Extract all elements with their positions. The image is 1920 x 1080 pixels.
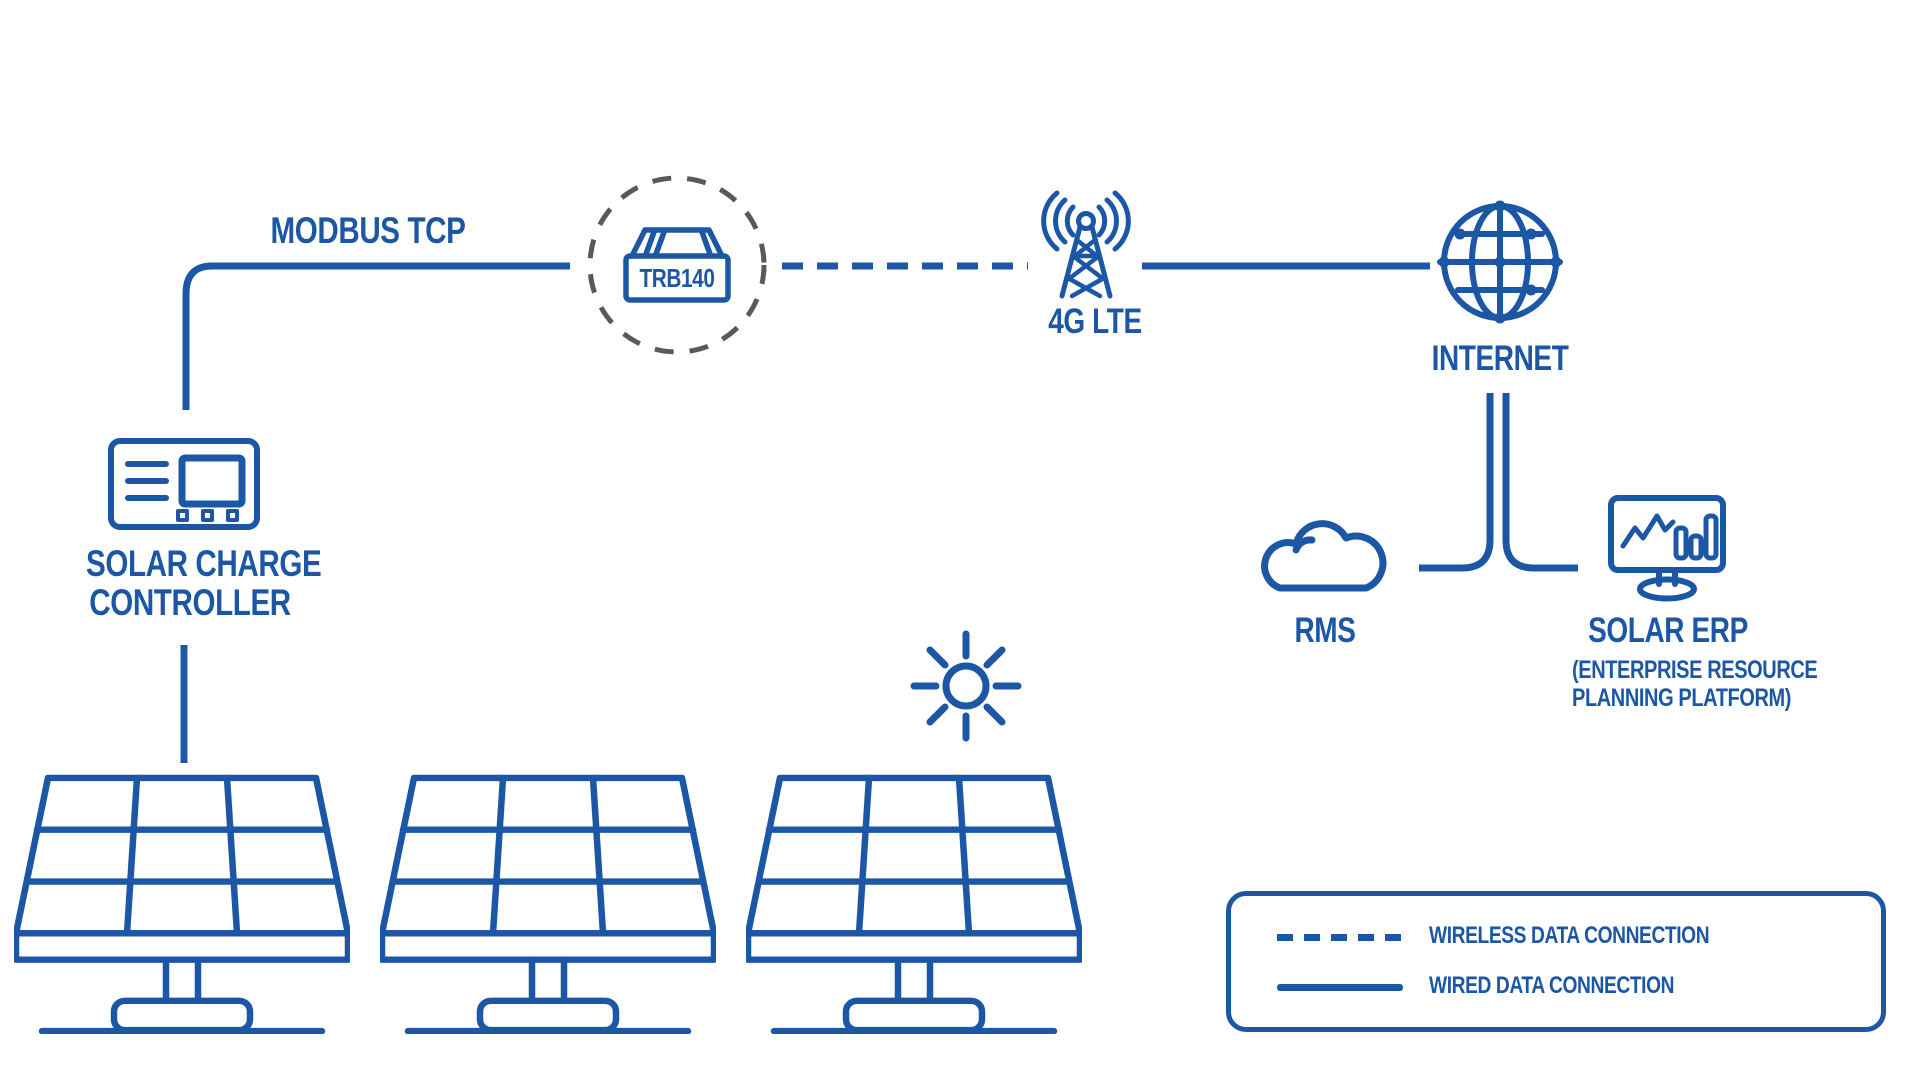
gateway-node <box>612 224 742 306</box>
solar-panel-3 <box>746 774 1082 1034</box>
solar-charge-controller-node <box>108 438 260 530</box>
gateway-highlight-circle <box>587 175 767 355</box>
internet-label: INTERNET <box>1431 339 1569 378</box>
modbus-wired-line <box>182 262 570 410</box>
solar-panel-icon <box>746 774 1082 1034</box>
solar-panel-icon <box>14 774 350 1034</box>
solar-panel-2 <box>380 774 716 1034</box>
modbus-tcp-label: MODBUS TCP <box>270 210 466 251</box>
gateway-label: TRB140 <box>639 263 715 293</box>
sun-node <box>906 626 1026 746</box>
monitor-erp-icon <box>1608 495 1726 602</box>
solar-panel-1 <box>14 774 350 1034</box>
internet-rms-wired-line <box>1419 393 1494 572</box>
lte-tower-node <box>1036 190 1136 302</box>
legend-wireless-line-sample <box>1277 934 1403 941</box>
internet-erp-wired-line <box>1502 393 1578 572</box>
erp-title-label: SOLAR ERP <box>1588 611 1748 650</box>
cellular-tower-icon <box>1041 190 1131 299</box>
sun-icon <box>910 630 1022 742</box>
lte-label: 4G LTE <box>1048 302 1142 341</box>
legend-box: WIRELESS DATA CONNECTION WIRED DATA CONN… <box>1226 891 1886 1032</box>
erp-subtitle-line1: (ENTERPRISE RESOURCE <box>1572 656 1818 684</box>
erp-node <box>1607 494 1727 602</box>
controller-label-line1: SOLAR CHARGE <box>86 543 322 584</box>
router-trb140-icon <box>623 227 731 303</box>
controller-label-line2: CONTROLLER <box>89 582 291 623</box>
cloud-rms-icon <box>1261 520 1387 592</box>
charge-controller-icon <box>108 438 260 530</box>
legend-wireless-label: WIRELESS DATA CONNECTION <box>1429 922 1710 949</box>
rms-node <box>1252 496 1394 598</box>
internet-node <box>1434 196 1566 328</box>
rms-label: RMS <box>1294 611 1356 650</box>
legend-wired-label: WIRED DATA CONNECTION <box>1429 972 1675 999</box>
globe-internet-icon <box>1437 200 1563 324</box>
solar-panel-icon <box>380 774 716 1034</box>
erp-subtitle-line2: PLANNING PLATFORM) <box>1572 684 1792 712</box>
legend-wired-line-sample <box>1277 984 1403 991</box>
